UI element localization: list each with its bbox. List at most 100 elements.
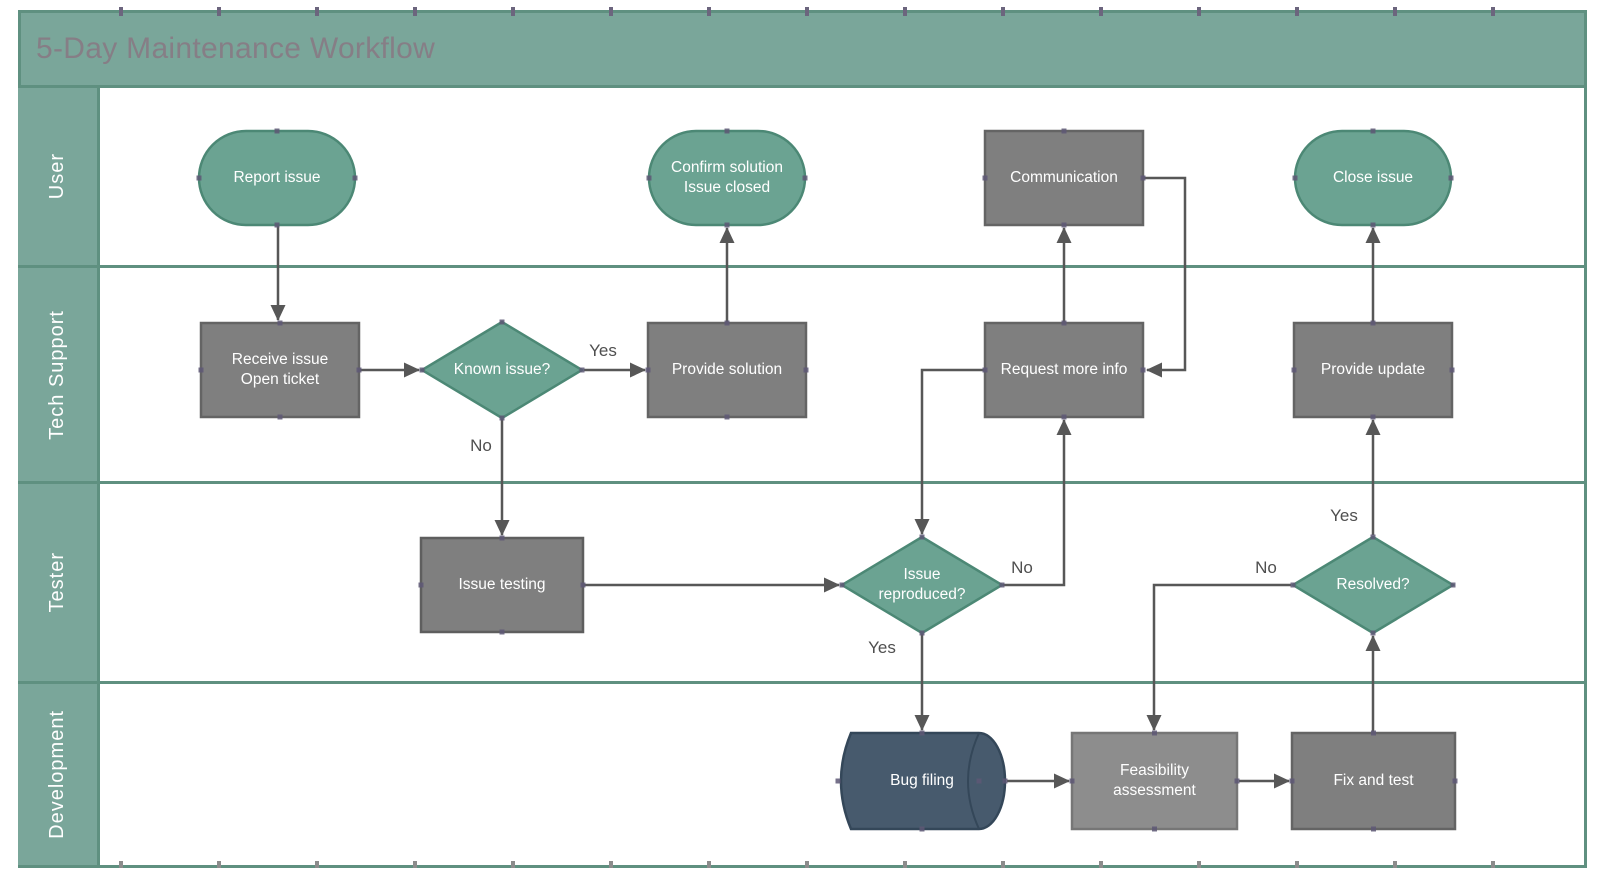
connector-resolved-no-to-feasibility[interactable] [1146, 583, 1291, 731]
connection-point [1291, 367, 1297, 373]
page-tick-top [609, 7, 613, 16]
connection-point [724, 320, 730, 326]
node-confirm-solution-shape[interactable] [647, 129, 807, 227]
lane-divider-user-techsupport [18, 265, 1587, 268]
connection-point [1449, 367, 1455, 373]
connection-point [982, 367, 988, 373]
connection-point [580, 582, 586, 588]
connection-point [1152, 730, 1157, 736]
node-bug-filing-shape[interactable] [839, 731, 1007, 831]
connection-point [1370, 320, 1376, 326]
connector-reproduced-no-to-request[interactable] [1003, 419, 1072, 587]
connection-point [1370, 128, 1376, 134]
connection-point [835, 778, 841, 784]
connection-point [499, 535, 505, 541]
diagram-title[interactable]: 5-Day Maintenance Workflow [36, 32, 436, 65]
connection-point [1370, 534, 1376, 540]
connection-point [1370, 222, 1376, 228]
lane-label-tech-support[interactable]: Tech Support [18, 268, 97, 481]
connection-point [1061, 414, 1067, 420]
connection-point [645, 367, 651, 373]
connection-point [724, 414, 730, 420]
connection-point [198, 367, 204, 373]
connection-point [803, 367, 809, 373]
connection-point [1069, 778, 1075, 784]
connection-point [1152, 826, 1157, 832]
page-tick-bottom [903, 861, 907, 868]
connection-point [646, 175, 652, 181]
node-communication-shape[interactable] [983, 129, 1145, 227]
page-tick-top [217, 7, 221, 16]
page-tick-top [1393, 7, 1397, 16]
lane-label-user[interactable]: User [18, 88, 97, 265]
page-tick-top [315, 7, 319, 16]
page-tick-top [903, 7, 907, 16]
node-request-more-info-shape[interactable] [983, 321, 1145, 419]
node-bug-filing-cap-rim [967, 732, 980, 830]
connection-point [274, 128, 280, 134]
connection-point [418, 582, 424, 588]
connection-point [999, 582, 1005, 588]
connection-point [277, 414, 283, 420]
node-issue-testing-shape[interactable] [419, 536, 585, 634]
node-provide-update-shape[interactable] [1292, 321, 1454, 419]
connection-point [277, 320, 283, 326]
connection-point [919, 534, 925, 540]
connection-point [1292, 175, 1298, 181]
node-report-issue-shape[interactable] [197, 129, 357, 227]
connection-point [419, 367, 425, 373]
connection-point [499, 415, 505, 421]
page-tick-top [1295, 7, 1299, 16]
node-feasibility-shape[interactable] [1070, 731, 1239, 831]
lane-divider-tester-development [18, 681, 1587, 684]
connection-point [1371, 826, 1376, 832]
page-tick-bottom [1099, 861, 1103, 868]
page-tick-bottom [1393, 861, 1397, 868]
node-close-issue-shape[interactable] [1293, 129, 1453, 227]
page-tick-top [413, 7, 417, 16]
connection-point [1061, 320, 1067, 326]
connection-point [1370, 414, 1376, 420]
node-receive-issue-shape[interactable] [199, 321, 361, 419]
page-tick-bottom [1491, 861, 1495, 868]
connection-point [1140, 175, 1146, 181]
page-tick-bottom [1295, 861, 1299, 868]
connection-point [1289, 778, 1295, 784]
page-tick-top [1491, 7, 1495, 16]
connection-point [724, 128, 730, 134]
connection-point [982, 175, 988, 181]
connection-point [1002, 778, 1008, 784]
connection-point [499, 319, 505, 325]
connection-point [356, 367, 362, 373]
node-provide-solution-shape[interactable] [646, 321, 808, 419]
connection-point [196, 175, 202, 181]
diagram-title-bar[interactable]: 5-Day Maintenance Workflow [18, 10, 1587, 88]
connector-communication-to-request[interactable] [1144, 176, 1187, 378]
connection-point [1450, 582, 1456, 588]
connector-request-to-reproduced[interactable] [914, 368, 984, 535]
connection-point [839, 582, 845, 588]
page-tick-top [511, 7, 515, 16]
connection-point [499, 629, 505, 635]
node-fix-and-test-shape[interactable] [1290, 731, 1457, 831]
lane-label-development[interactable]: Development [18, 684, 97, 865]
node-resolved-shape[interactable] [1290, 535, 1456, 635]
connection-point [1448, 175, 1454, 181]
connection-point [919, 826, 925, 832]
connection-point [1371, 730, 1376, 736]
page-tick-bottom [217, 861, 221, 868]
page-tick-bottom [315, 861, 319, 868]
lane-label-separator [97, 88, 100, 868]
node-issue-reproduced-shape[interactable] [839, 535, 1005, 635]
connection-point [352, 175, 358, 181]
lane-label-tester[interactable]: Tester [18, 484, 97, 681]
connection-point [1061, 128, 1067, 134]
connection-point [1452, 778, 1458, 784]
page-tick-bottom [1197, 861, 1201, 868]
node-known-issue-shape[interactable] [419, 320, 585, 420]
connection-point [919, 630, 925, 636]
connection-point [1290, 582, 1296, 588]
connection-point [1140, 367, 1146, 373]
